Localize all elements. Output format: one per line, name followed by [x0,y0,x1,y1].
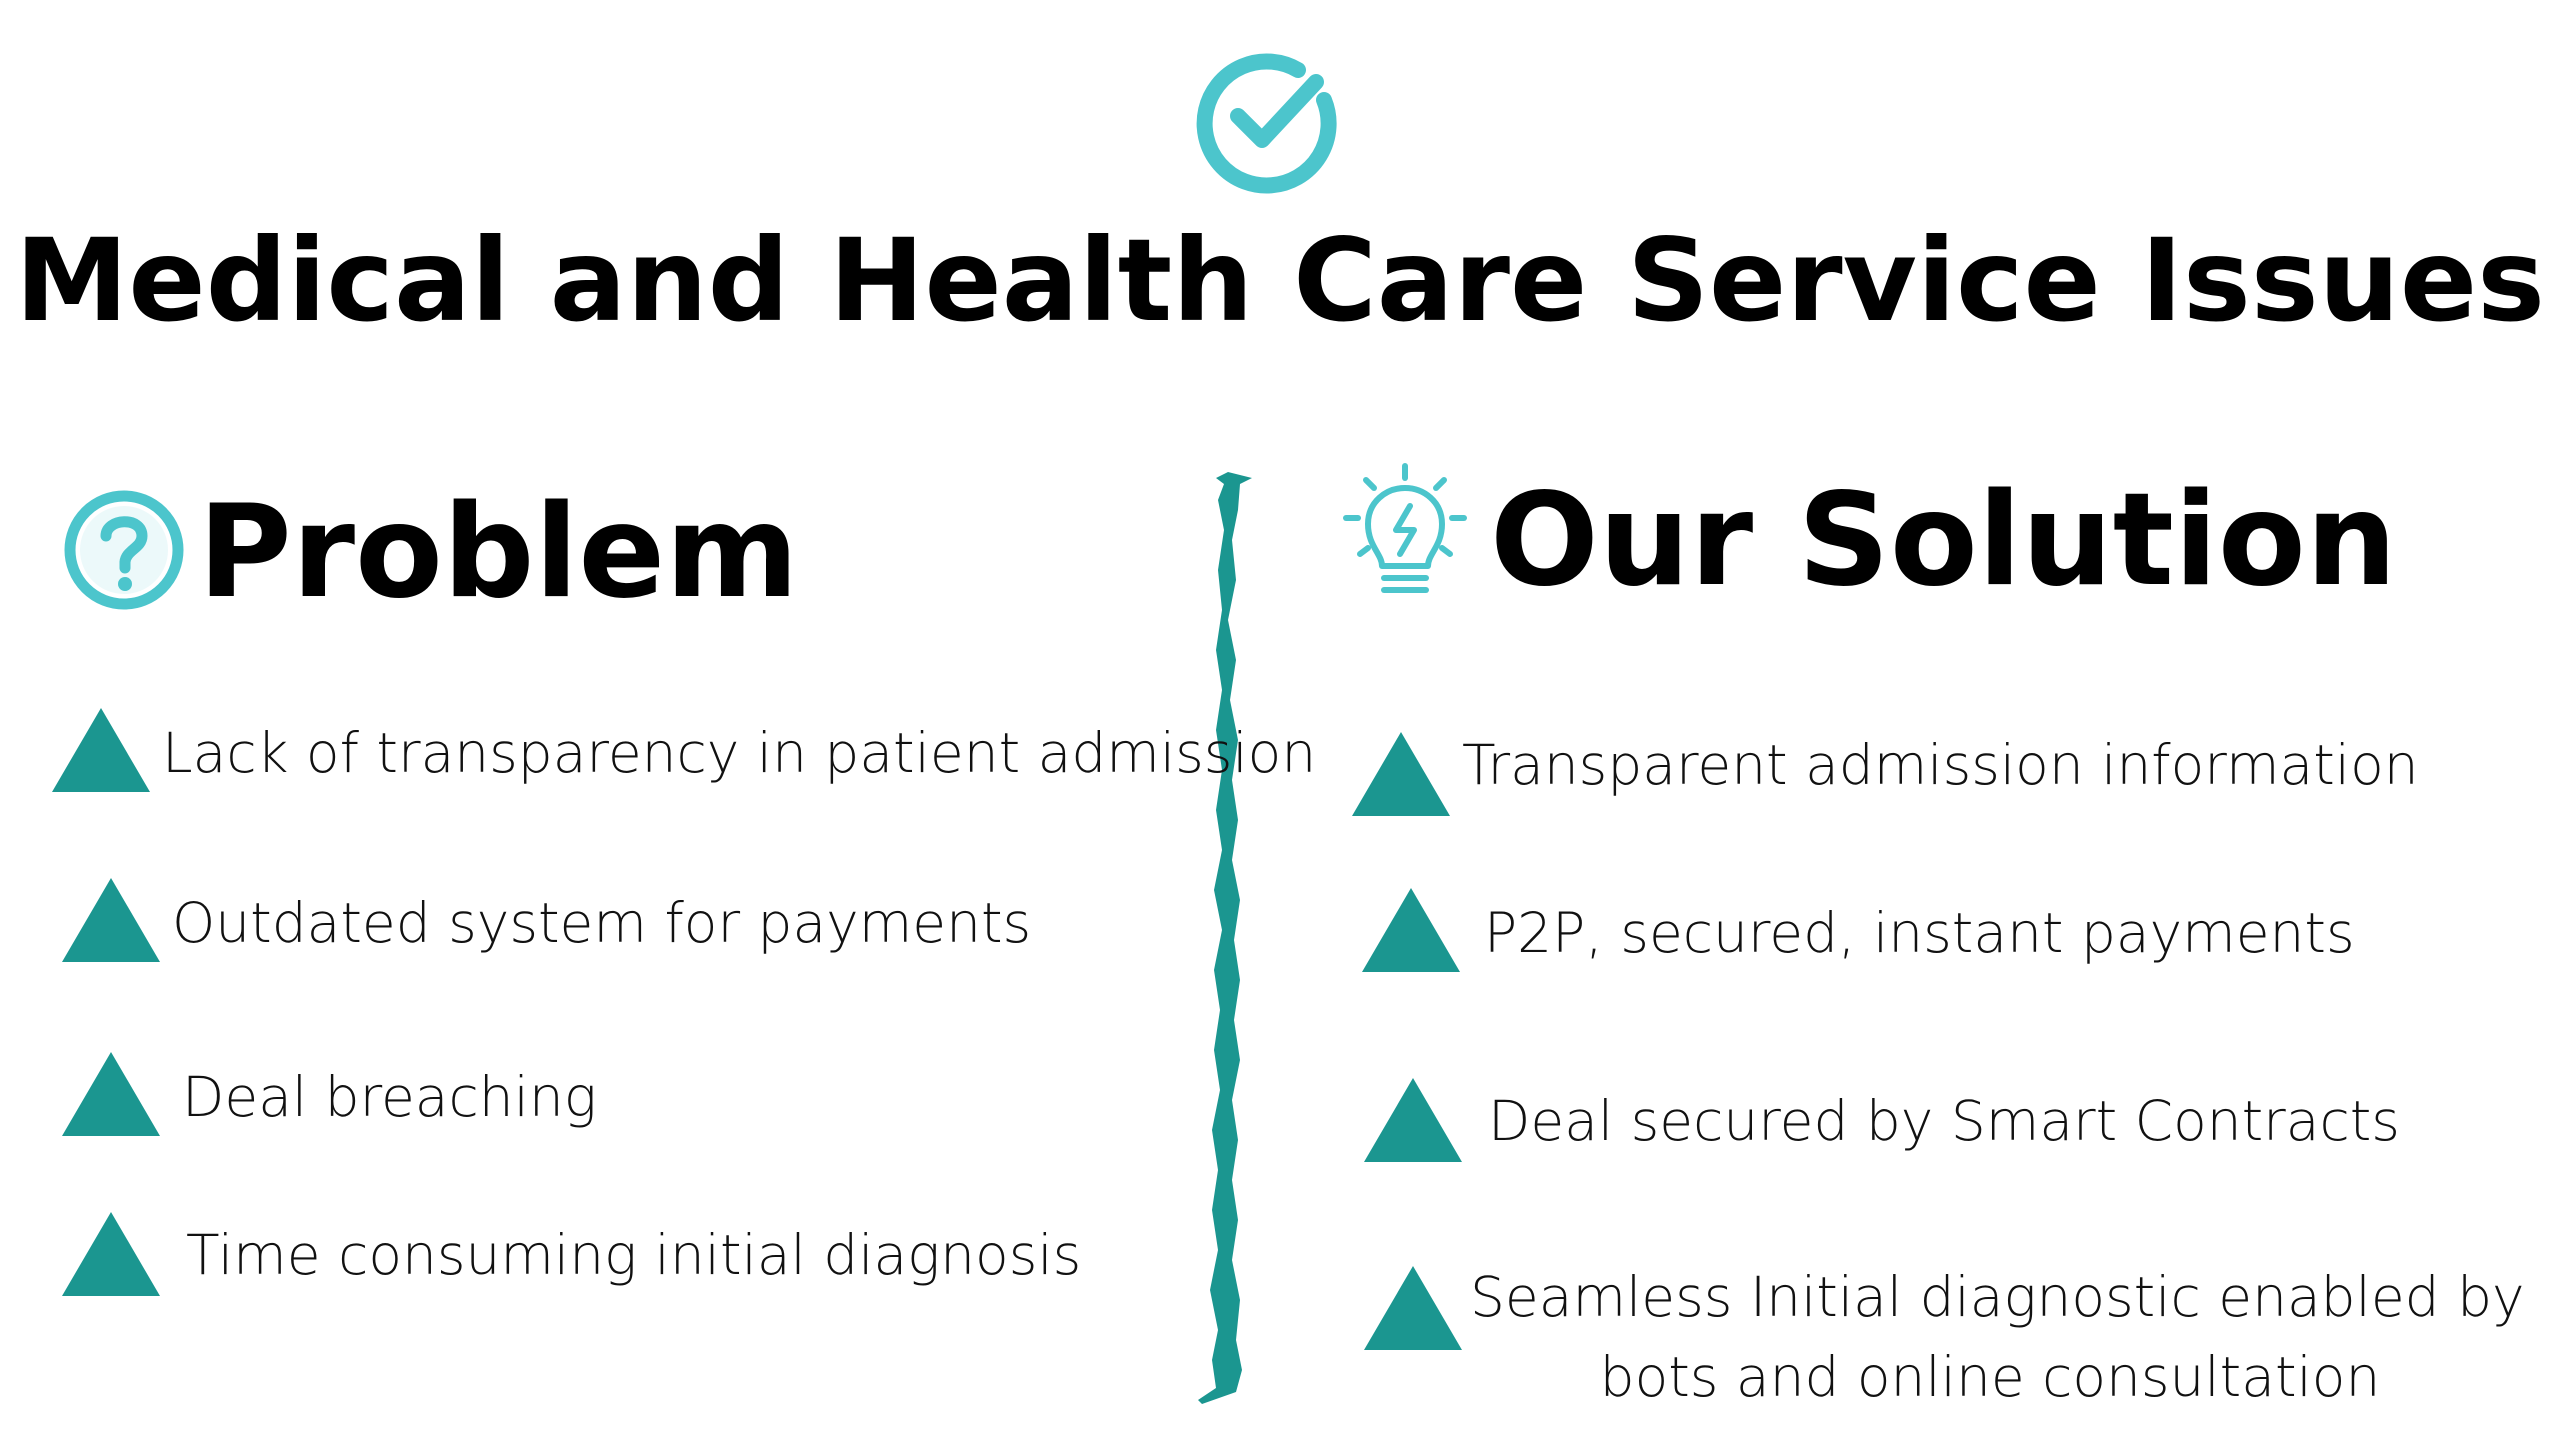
problem-item: Deal breaching [182,1065,597,1129]
triangle-icon [1362,888,1460,972]
divider [1198,472,1252,1404]
solution-item: Deal secured by Smart Contracts [1488,1089,2400,1153]
solution-item: P2P, secured, instant payments [1484,901,2355,965]
problem-item: Lack of transparency in patient admissio… [162,721,1317,785]
lightbulb-icon [1343,463,1467,593]
solution-heading: Our Solution [1490,466,2397,615]
triangle-icon [62,878,160,962]
triangle-icon [62,1212,160,1296]
triangle-icon [1364,1078,1462,1162]
solution-item: Transparent admission information [1462,733,2419,797]
problem-item: Outdated system for payments [172,891,1032,955]
solution-item: Seamless Initial diagnostic enabled by [1470,1265,2525,1329]
check-circle-icon [1196,53,1337,194]
triangle-icon [62,1052,160,1136]
problem-item: Time consuming initial diagnosis [186,1223,1082,1287]
triangle-icon [1352,732,1450,816]
triangle-icon [52,708,150,792]
problem-heading: Problem [198,478,799,627]
triangle-icon [1364,1266,1462,1350]
question-circle-icon [64,490,184,610]
solution-item: bots and online consultation [1599,1345,2381,1409]
page-title: Medical and Health Care Service Issues [14,214,2546,347]
